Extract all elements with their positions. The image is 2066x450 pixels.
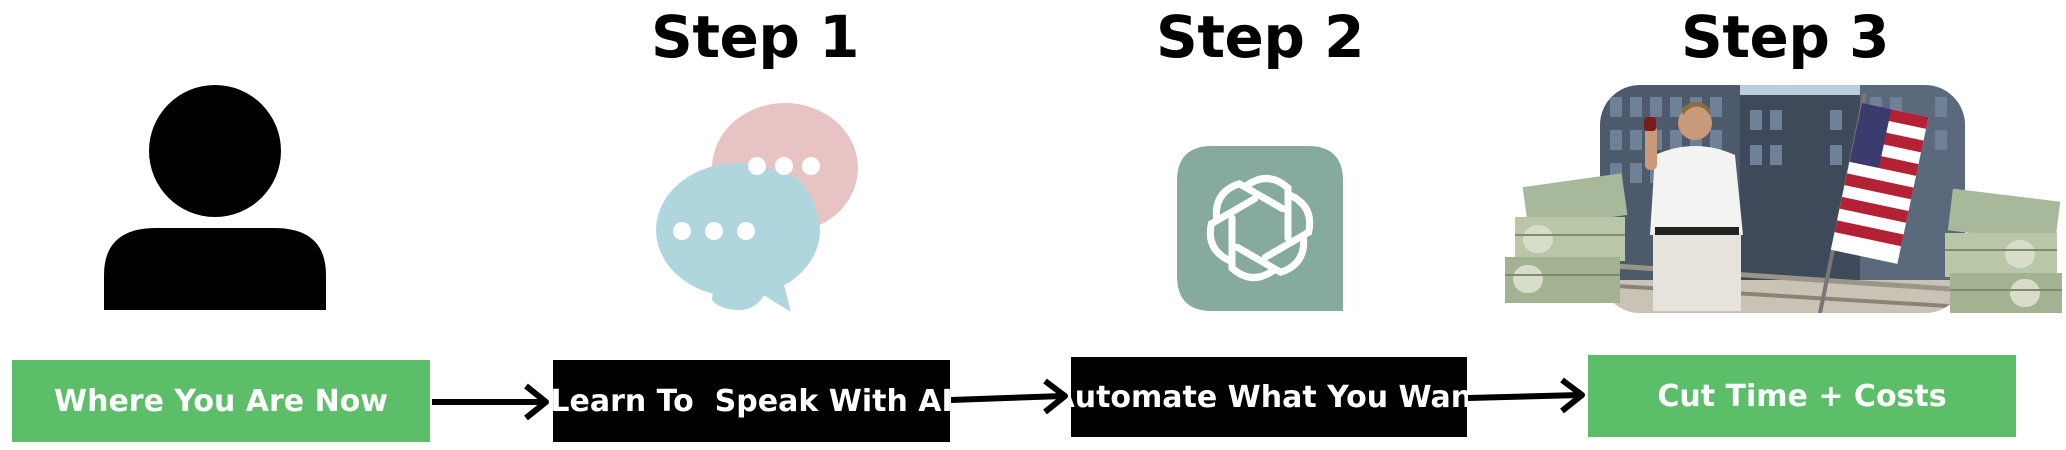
automate-what-you-want-box: Automate What You Want: [1052, 357, 1487, 437]
money-celebration-photo: [1505, 85, 2065, 315]
learn-to-speak-with-ai-box: Learn To Speak With AI: [550, 360, 953, 442]
openai-logo-icon: [1177, 146, 1343, 311]
arrow-1-icon: [432, 383, 549, 421]
where-you-are-now-box: Where You Are Now: [12, 360, 430, 442]
person-icon: [100, 85, 330, 313]
step-1-title: Step 1: [651, 3, 859, 71]
step-2-title: Step 2: [1156, 3, 1364, 71]
step-3-title: Step 3: [1681, 3, 1889, 71]
arrow-3-icon: [1468, 377, 1585, 414]
arrow-2-icon: [951, 378, 1068, 415]
chat-bubbles-icon: [640, 100, 865, 315]
cut-time-costs-box: Cut Time + Costs: [1588, 355, 2016, 437]
